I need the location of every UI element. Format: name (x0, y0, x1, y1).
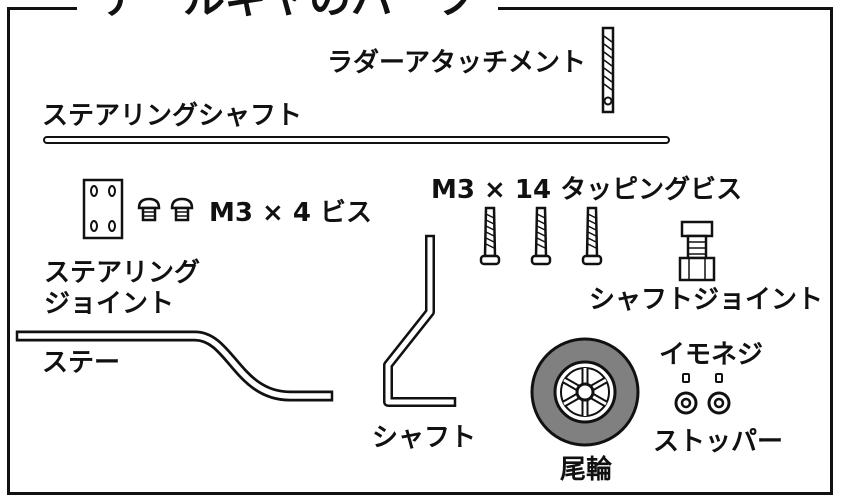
shaft-joint-part (678, 220, 716, 282)
label-steering-joint-line1: ステアリング (44, 258, 201, 288)
label-steering-shaft: ステアリングシャフト (42, 101, 303, 131)
label-tail-wheel: 尾輪 (560, 455, 613, 485)
shaft-part (383, 234, 457, 407)
steering-joint-part (82, 178, 124, 240)
steering-shaft-part (43, 136, 670, 144)
label-rudder-attachment: ラダーアタッチメント (327, 48, 586, 78)
page-title: テールギヤのパーツ (77, 0, 499, 23)
label-stay: ステー (42, 348, 121, 378)
m3x14-tapping-screws (479, 206, 603, 266)
label-steering-joint-line2: ジョイント (44, 289, 175, 319)
label-m3x14-tapping-screw: M3 × 14 タッピングビス (431, 175, 743, 205)
m3x4-screws (137, 197, 194, 222)
stay-part (15, 330, 334, 402)
tail-wheel-part (530, 337, 640, 447)
label-stopper: ストッパー (653, 427, 784, 457)
set-screws (682, 373, 723, 383)
label-set-screw: イモネジ (659, 340, 764, 370)
rudder-attachment-part (601, 26, 615, 114)
label-shaft-joint: シャフトジョイント (589, 285, 824, 315)
stoppers (674, 391, 731, 415)
label-m3x4-screw: M3 × 4 ビス (209, 198, 372, 228)
label-shaft: シャフト (372, 423, 477, 453)
